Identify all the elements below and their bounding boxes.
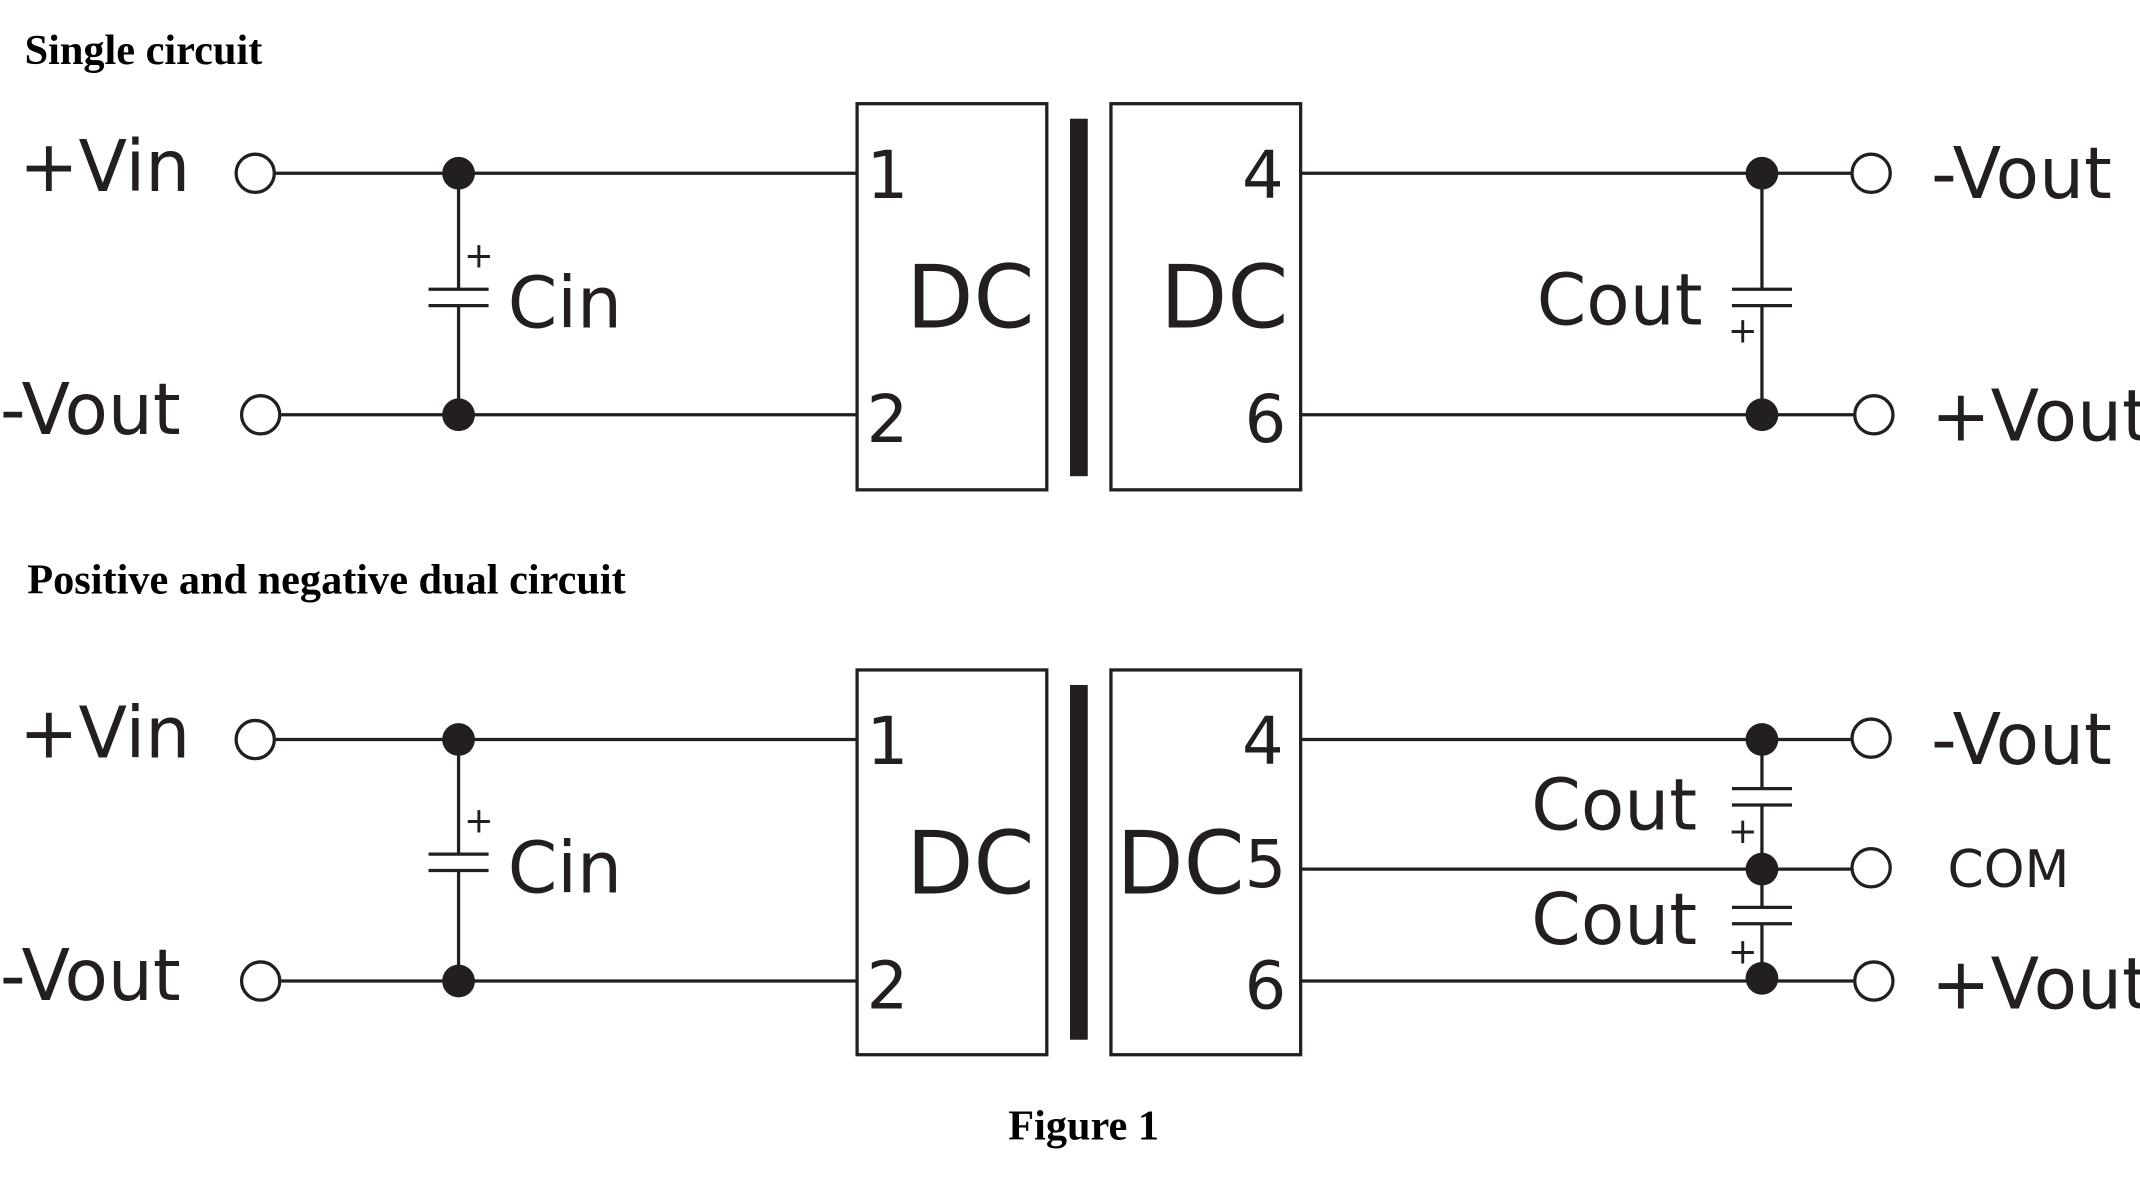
single-vin-neg-label: -Vout [0,368,181,451]
dual-cin-plus: + [464,800,494,841]
dual-node-out-com [1745,852,1779,886]
single-vout-neg-label: -Vout [1931,132,2112,215]
dual-cout-upper-label: Cout [1531,764,1697,847]
figure-caption: Figure 1 [1008,1102,1159,1149]
dual-circuit: Positive and negative dual circuit +Vin … [0,557,2140,1057]
single-transformer-core [1070,118,1088,477]
dual-vin-label: +Vin [19,691,190,774]
single-pin-6: 6 [1245,382,1287,458]
single-cin-capacitor [428,173,489,415]
dual-terminal-out-top [1850,717,1892,759]
single-primary-dc-label: DC [906,246,1034,348]
dual-node-out-top [1745,723,1779,756]
single-vout-pos-label: +Vout [1931,375,2140,458]
dual-primary-dc-label: DC [906,813,1034,915]
single-pin-4: 4 [1242,138,1284,214]
dual-terminal-vin [234,718,276,761]
dual-circuit-title: Positive and negative dual circuit [27,557,625,604]
single-cout-plus: + [1728,310,1758,351]
single-node-out-top [1745,156,1779,190]
single-secondary-box [1109,102,1303,492]
single-primary-box [855,102,1049,492]
dual-terminal-vin-neg [239,960,282,1002]
single-node-vin [442,156,475,190]
single-vin-label: +Vin [19,125,190,208]
single-cin-label: Cin [508,261,622,344]
dual-pin-2: 2 [867,948,909,1024]
single-circuit-title: Single circuit [25,27,263,74]
single-node-vin-neg [442,398,475,432]
dual-cout-lower-label: Cout [1531,878,1697,961]
single-terminal-out-bottom [1853,394,1895,436]
dual-vout-neg-label: -Vout [1931,698,2112,781]
dual-com-label: COM [1948,840,2070,900]
dual-cout-upper-plus: + [1728,811,1758,852]
dual-vin-neg-label: -Vout [0,934,181,1017]
dual-node-vin-neg [442,964,475,998]
single-secondary-dc-label: DC [1160,246,1288,348]
single-cout-capacitor [1731,173,1792,415]
single-cout-label: Cout [1537,259,1703,342]
dual-cin-label: Cin [508,826,622,909]
dual-node-vin [442,723,475,756]
single-terminal-vin [234,152,276,195]
single-terminal-vin-neg [239,394,282,436]
dual-pin-5: 5 [1245,827,1287,903]
single-node-out-bottom [1745,398,1779,432]
single-pin-2: 2 [867,382,909,458]
dual-pin-4: 4 [1242,704,1284,780]
dual-vout-pos-label: +Vout [1931,942,2140,1025]
single-circuit: Single circuit +Vin -Vout + Cin 1 2 DC [0,27,2140,492]
single-terminal-out-top [1850,152,1892,195]
dual-node-out-bottom [1745,961,1779,995]
single-pin-1: 1 [867,138,909,214]
single-cin-plus: + [464,235,494,276]
dual-terminal-out-bottom [1853,960,1895,1002]
dual-secondary-box [1109,668,1303,1057]
dual-pin-1: 1 [867,704,909,780]
dual-cin-capacitor [428,739,489,982]
dual-secondary-dc-label: DC [1116,813,1244,915]
dual-primary-box [855,668,1049,1057]
dual-transformer-core [1070,684,1088,1040]
dual-pin-6: 6 [1245,948,1287,1024]
dual-terminal-out-com [1850,847,1892,889]
